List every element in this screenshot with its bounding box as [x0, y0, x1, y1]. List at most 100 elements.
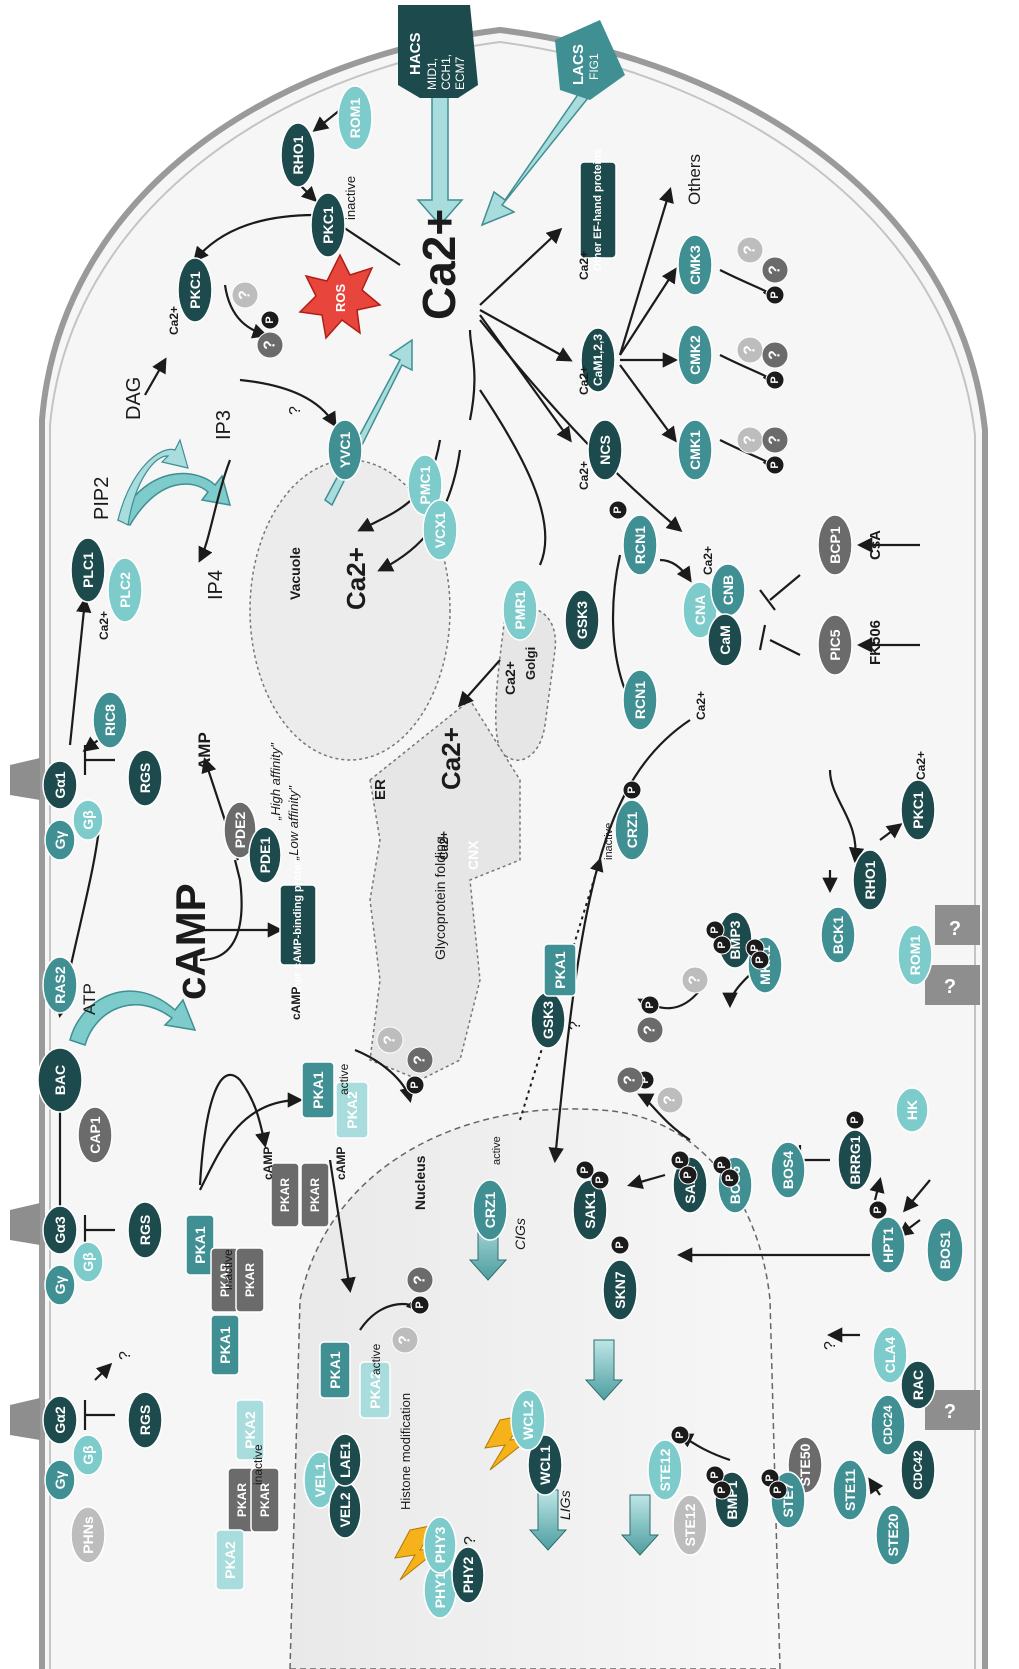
gsk3-crz1-dotted [519, 857, 604, 1121]
receptor-4 [935, 905, 980, 945]
node-pkar-4: PKAR [235, 1247, 265, 1313]
node-pkar-3-label: PKAR [218, 1263, 232, 1297]
er-ca-label: Ca2+ [436, 727, 466, 790]
node-gy-1: Gγ [44, 819, 76, 861]
node-pka1-inactive-label: PKA1 [192, 1226, 208, 1264]
ligs-label: LIGs [557, 1490, 573, 1520]
node-pka1-inactive-2-label: PKA1 [217, 1326, 233, 1364]
p-ste7-a-label: P [764, 1474, 776, 1481]
csa-label: CsA [867, 530, 884, 560]
node-pkar-1: PKAR [270, 1162, 300, 1228]
node-pkar-6: PKAR [250, 1467, 280, 1533]
node-ras2: RAS2 [42, 956, 78, 1014]
node-pkc1-bottom-label: PKC1 [910, 791, 926, 829]
crz1-inactive-label: inactive [603, 823, 615, 860]
node-pka1-inactive: PKA1 [185, 1214, 215, 1276]
node-hk: HK [895, 1087, 929, 1133]
p-cmk3: P [765, 285, 785, 305]
node-rho1-bottom-label: RHO1 [862, 860, 878, 899]
node-rom1-bottom-label: ROM1 [907, 935, 923, 976]
q-bmp3-a-label: ? [642, 1025, 659, 1035]
p-crz1: P [622, 780, 642, 800]
hacs-sub-1: MID1, [425, 58, 439, 90]
q-pka-b: ? [406, 1046, 434, 1074]
ca-main-label: Ca2+ [413, 209, 465, 320]
node-cla4: CLA4 [872, 1326, 908, 1384]
ca-small-7: Ca2+ [701, 546, 715, 575]
node-ycv1: YVC1 [327, 419, 363, 481]
cnx-label: CNX [465, 840, 481, 870]
nucleus-label: Nucleus [412, 1155, 428, 1210]
node-bos4: BOS4 [770, 1141, 806, 1199]
node-gb-1: Gβ [72, 799, 104, 841]
node-brrg1-label: BRRG1 [847, 1135, 863, 1184]
histone-label: Histone modification [398, 1393, 413, 1510]
node-vcx1-label: VCX1 [432, 512, 448, 549]
p-pka-nuc: P [410, 1295, 430, 1315]
node-ras2-label: RAS2 [52, 966, 68, 1004]
hacs-channel [398, 5, 478, 98]
node-bos4-label: BOS4 [780, 1151, 796, 1189]
node-pkc1-bottom: PKC1 [900, 779, 936, 841]
pkc1-inactive-label: inactive [343, 176, 358, 220]
p-tgt-2: P [640, 995, 660, 1015]
p-crz1-label: P [626, 786, 638, 793]
node-lae1-label: LAE1 [337, 1442, 353, 1478]
node-pka1-mid: PKA1 [543, 943, 577, 997]
node-plc2: PLC2 [107, 557, 143, 623]
pip2-label: PIP2 [91, 477, 113, 520]
node-pkar-6-label: PKAR [258, 1483, 272, 1517]
p-rcn1: P [608, 500, 628, 520]
p-sak1-c: P [670, 1150, 690, 1170]
node-crz1-inactive-label: CRZ1 [624, 812, 640, 849]
p-rcn1-label: P [612, 506, 624, 513]
endoplasmic-reticulum [369, 698, 521, 1081]
node-cmk1-label: CMK1 [687, 430, 703, 470]
inhibitions [83, 574, 830, 1430]
node-rom1: ROM1 [337, 85, 373, 151]
node-rgs-3-label: RGS [137, 1215, 153, 1245]
node-phns-label: PHNs [80, 1516, 96, 1554]
node-phy3: PHY3 [423, 1516, 457, 1574]
node-bac: BAC [37, 1047, 83, 1113]
node-plc2-label: PLC2 [117, 572, 133, 608]
node-rcn1-top: RCN1 [622, 514, 658, 576]
er-label: ER [372, 779, 389, 800]
p-pka-label: P [409, 1081, 421, 1088]
p-cmk2-label: P [769, 376, 781, 383]
node-gb-1-label: Gβ [80, 810, 96, 830]
q-pkc1-label: ? [237, 290, 254, 300]
node-rom1-label: ROM1 [347, 98, 363, 139]
node-ste12-out-label: STE12 [682, 1503, 698, 1546]
ca-small-4: Ca2+ [577, 366, 591, 395]
node-ste11-label: STE11 [842, 1469, 858, 1511]
node-ycv1-label: YVC1 [337, 432, 353, 469]
camp-label: cAMP [167, 883, 214, 1000]
node-ga2: Gα2 [42, 1395, 78, 1445]
node-bcp1-label: BCP1 [827, 526, 843, 564]
receptor-6 [925, 1390, 980, 1430]
q-cmk1-b: ? [761, 426, 789, 454]
ca-small-1: Ca2+ [167, 306, 181, 335]
node-vel1: VEL1 [303, 1451, 337, 1509]
ros-label: ROS [333, 284, 348, 313]
q-pkc1-t: ? [256, 331, 284, 359]
p-sak1-d: P [678, 1165, 698, 1185]
q-cmk3-b-label: ? [767, 265, 784, 275]
node-gsk3-top-label: GSK3 [540, 1001, 556, 1039]
ca-small-2: Ca2+ [97, 611, 111, 640]
node-ga3-label: Gα3 [52, 1216, 68, 1243]
receptor-q-6: ? [944, 1401, 956, 1423]
connections [48, 109, 931, 1496]
camp-pkar-label-2: cAMP [334, 1147, 348, 1180]
receptors [10, 758, 980, 1440]
q-sak-b-label: ? [662, 1095, 679, 1105]
node-pka2-inactive-2-label: PKA2 [222, 1541, 238, 1579]
node-bos1-label: BOS1 [937, 1231, 953, 1269]
node-bac-label: BAC [52, 1065, 68, 1095]
node-phy2-label: PHY2 [460, 1557, 476, 1594]
node-other-ef: Other EF-hand proteins [579, 149, 617, 271]
p-sak1-b-label: P [594, 1176, 606, 1183]
ip3-label: IP3 [213, 410, 235, 440]
